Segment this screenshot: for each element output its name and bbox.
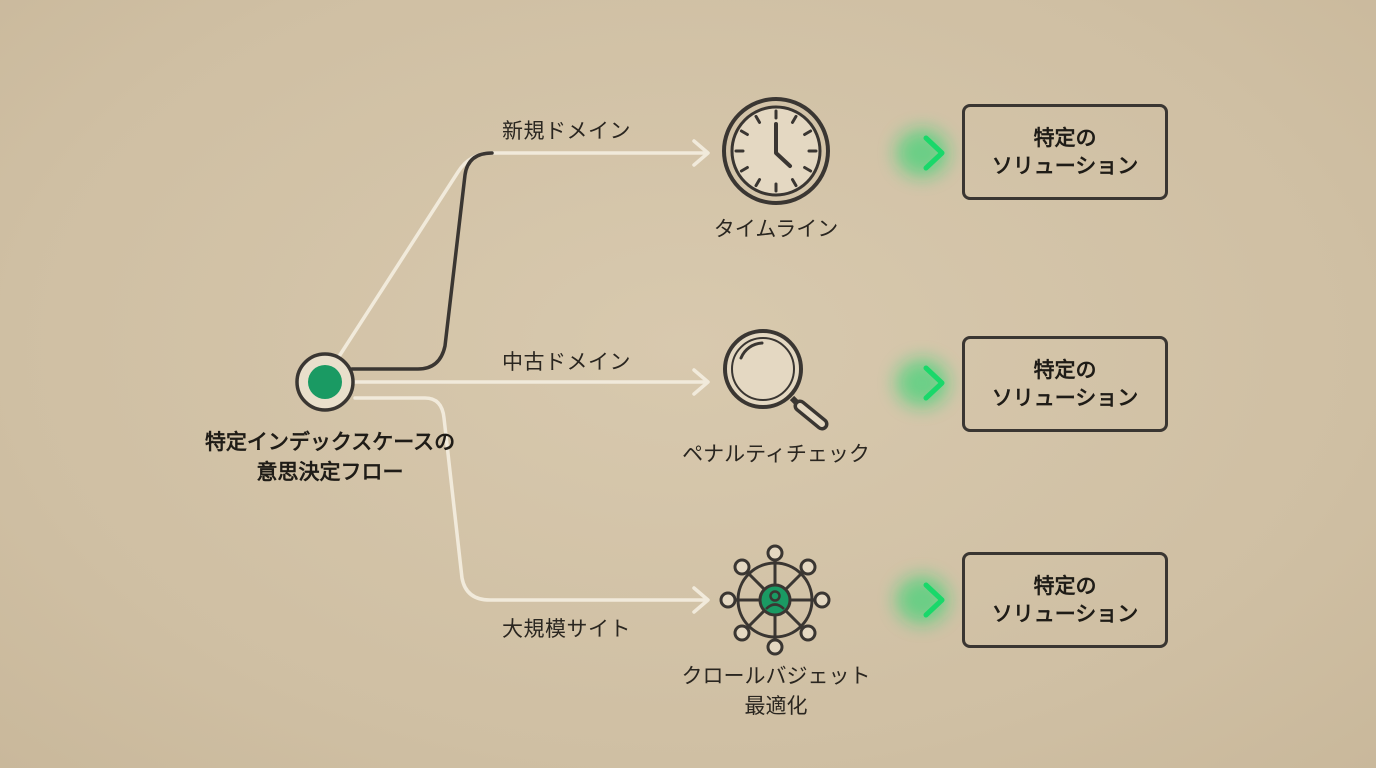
solution-box-2-line2: ソリューション — [991, 386, 1139, 410]
solution-box-2-line1: 特定の — [1033, 358, 1097, 382]
branch-label-used-domain: 中古ドメイン — [502, 350, 631, 374]
magnifier-icon — [723, 329, 829, 431]
icon-label-timeline: タイムライン — [714, 214, 839, 244]
root-node — [295, 352, 355, 412]
green-arrow-2 — [840, 359, 948, 407]
root-title-line1: 特定インデックスケースの — [204, 430, 456, 454]
icon-label-crawl-line1: クロールバジェット — [681, 664, 871, 688]
branch-label-new-domain: 新規ドメイン — [502, 119, 631, 143]
branch-label-large-site: 大規模サイト — [502, 617, 631, 641]
solution-box-3: 特定の ソリューション — [962, 552, 1168, 648]
icon-label-timeline-line1: タイムライン — [713, 217, 839, 241]
connector-to-new-domain — [336, 151, 708, 360]
arrowhead-used-domain — [692, 368, 710, 396]
connector-lines — [336, 139, 710, 614]
icon-label-crawl-budget: クロールバジェット 最適化 — [682, 661, 871, 721]
solution-box-3-line1: 特定の — [1033, 574, 1097, 598]
green-arrow-3 — [840, 576, 948, 624]
icon-label-penalty-check: ペナルティチェック — [682, 439, 870, 469]
root-title: 特定インデックスケースの 意思決定フロー — [205, 427, 455, 487]
green-arrow-1 — [840, 129, 948, 177]
icon-label-penalty-line1: ペナルティチェック — [682, 442, 870, 466]
connector-to-large-site — [353, 396, 708, 602]
connector-dark-return — [350, 151, 494, 371]
arrowhead-new-domain — [692, 139, 710, 167]
icon-label-crawl-line2: 最適化 — [744, 694, 808, 718]
solution-box-3-line2: ソリューション — [991, 602, 1139, 626]
solution-box-2: 特定の ソリューション — [962, 336, 1168, 432]
arrowhead-large-site — [692, 586, 710, 614]
root-title-line2: 意思決定フロー — [256, 460, 404, 484]
solution-box-1: 特定の ソリューション — [962, 104, 1168, 200]
network-icon — [719, 544, 831, 656]
solution-box-1-line2: ソリューション — [991, 154, 1139, 178]
solution-box-1-line1: 特定の — [1033, 126, 1097, 150]
clock-icon — [722, 97, 830, 205]
